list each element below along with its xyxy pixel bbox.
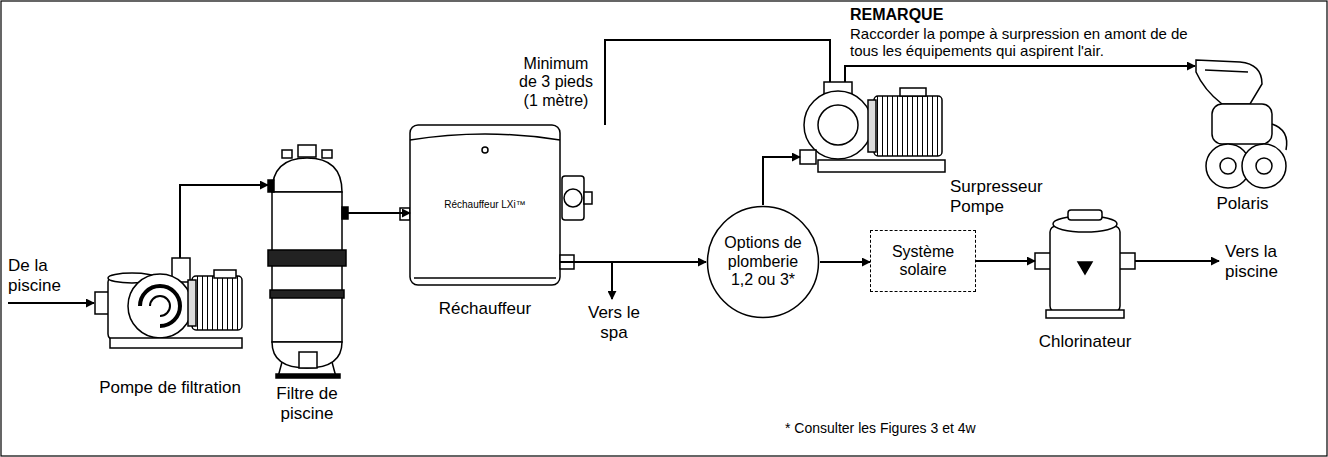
flow-arrow [180, 185, 268, 258]
note-heading: REMARQUE [850, 6, 943, 24]
cleaner-illustration [1196, 60, 1287, 188]
chlorinator-unit: Chlorinateur [1035, 210, 1135, 320]
filter-unit: Filtre de piscine [268, 145, 346, 378]
booster-unit: Surpresseur Pompe [800, 82, 945, 172]
equipment-label: Réchauffeur [439, 299, 531, 319]
flow-arrow [560, 261, 706, 263]
booster-illustration [800, 82, 945, 172]
flow-arrow [976, 260, 1035, 262]
dimension-label: Minimum de 3 pieds (1 mètre) [515, 55, 597, 110]
footnote: * Consulter les Figures 3 et 4w [785, 420, 976, 436]
equipment-label: Filtre de piscine [266, 384, 348, 423]
return-arrow [1135, 260, 1219, 262]
note-text: Raccorder la pompe à surpression en amon… [850, 25, 1195, 60]
equipment-label: Polaris [1217, 194, 1269, 214]
return-label: Vers la piscine [1225, 242, 1291, 281]
pump-illustration [95, 258, 242, 348]
node-text: Système solaire [882, 243, 964, 280]
heater-unit: Réchauffeur LXi™Réchauffeur [410, 125, 560, 285]
node-text: Options de plomberie 1,2 ou 3* [721, 234, 805, 289]
inflow-arrow [8, 302, 94, 304]
chlorinator-illustration [1035, 210, 1135, 318]
flow-arrow [763, 157, 800, 205]
circle-outline [708, 207, 819, 318]
spa-arrow [611, 262, 613, 299]
inflow-label: De la piscine [8, 256, 72, 295]
flow-arrow [820, 261, 870, 263]
equipment-label: Surpresseur Pompe [950, 177, 1050, 216]
flow-arrow [346, 212, 410, 214]
equipment-label: Pompe de filtration [99, 378, 241, 398]
plumbing-circle: Options de plomberie 1,2 ou 3* [706, 205, 820, 319]
pump-unit: Pompe de filtration [95, 258, 245, 350]
flow-arrow [845, 66, 1195, 82]
equipment-label: Chlorinateur [1039, 332, 1132, 352]
cleaner-unit: Polaris [1195, 60, 1290, 190]
node-text: Réchauffeur LXi™ [444, 199, 526, 211]
solar-box: Système solaire [870, 230, 976, 292]
dimension-line [605, 40, 830, 125]
filter-illustration [268, 145, 348, 378]
spa-label: Vers le spa [582, 303, 646, 342]
